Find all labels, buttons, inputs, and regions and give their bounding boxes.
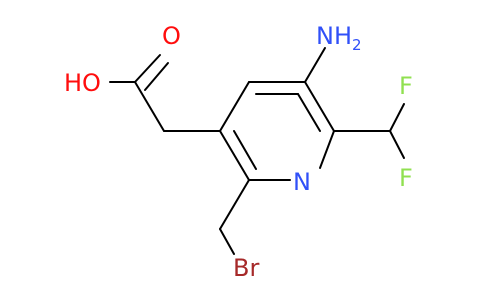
bond-ch2-br	[219, 228, 235, 255]
bond-c5-c6-inner	[233, 130, 257, 170]
ring-nitrogen-label: N	[293, 168, 311, 196]
bond-ch2-cooh	[134, 81, 165, 132]
carbonyl-oxygen-label: O	[162, 22, 181, 50]
amino-label: NH2	[316, 22, 362, 54]
hydroxyl-label: HO	[64, 69, 101, 97]
fluorine-bottom-label: F	[399, 164, 413, 192]
bond-c4-c5	[219, 81, 250, 132]
fluorine-top-label: F	[399, 72, 413, 100]
bond-chf2-f-top	[389, 103, 405, 132]
bond-n1-c2	[319, 130, 335, 169]
bond-c2-c3-inner	[297, 93, 321, 132]
amino-nh: NH	[316, 22, 352, 50]
bond-chf2-f-bottom	[389, 130, 405, 159]
bromine-label: Br	[233, 254, 259, 282]
atom-labels: HO O NH2 N F F Br	[64, 22, 413, 282]
bond-c2-c3	[304, 81, 335, 132]
bonds	[109, 47, 405, 255]
bond-cooh-o-double-1	[134, 54, 161, 83]
bond-cooh-o-double-2	[144, 62, 169, 91]
bond-c5-c6	[219, 130, 250, 181]
bond-c3-n-amino	[304, 47, 326, 83]
bond-c6-ch2br	[219, 179, 250, 230]
amino-subscript: 2	[352, 36, 362, 54]
